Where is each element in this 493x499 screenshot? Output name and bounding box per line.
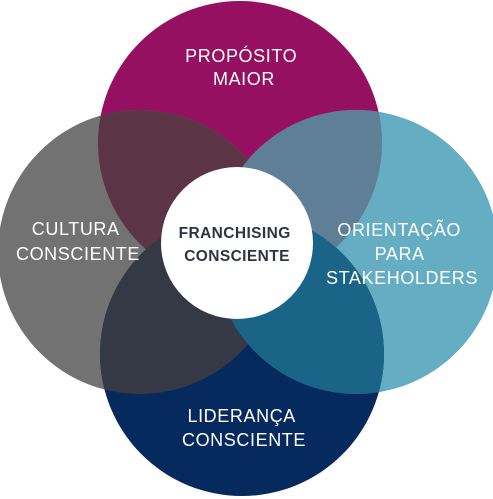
center-label: FRANCHISING CONSCIENTE — [179, 225, 296, 265]
bottom-label-line1: LIDERANÇA — [187, 406, 295, 426]
top-label-line1: PROPÓSITO — [185, 45, 297, 66]
right-label-line2: PARA — [375, 244, 424, 264]
left-label: CULTURA CONSCIENTE — [16, 219, 140, 264]
right-label-line3: STAKEHOLDERS — [326, 268, 478, 288]
right-label: ORIENTAÇÃO PARA STAKEHOLDERS — [326, 219, 478, 288]
center-circle — [161, 167, 313, 319]
left-label-line2: CONSCIENTE — [16, 244, 140, 264]
bottom-label-line2: CONSCIENTE — [182, 430, 306, 450]
top-label: PROPÓSITO MAIOR — [185, 45, 303, 89]
bottom-label: LIDERANÇA CONSCIENTE — [182, 406, 306, 450]
top-label-line2: MAIOR — [213, 69, 275, 89]
center-label-line1: FRANCHISING — [179, 225, 291, 242]
right-label-line1: ORIENTAÇÃO — [337, 219, 461, 240]
left-label-line1: CULTURA — [32, 219, 119, 239]
center-label-line2: CONSCIENTE — [184, 248, 290, 265]
